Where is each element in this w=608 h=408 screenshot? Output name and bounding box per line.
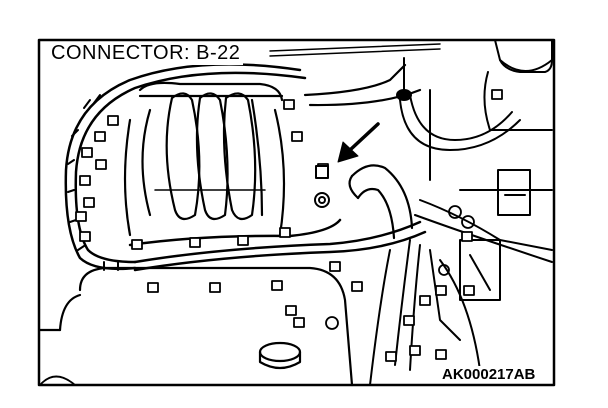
top-sensor xyxy=(396,57,412,101)
diagram-frame xyxy=(37,38,556,387)
main-harness xyxy=(64,63,427,272)
title-leader-line-2 xyxy=(269,48,441,57)
connectors xyxy=(75,89,503,362)
small-parts xyxy=(325,205,475,330)
valve-cover xyxy=(38,266,354,387)
pointer-arrow xyxy=(337,122,380,163)
title-leader-line xyxy=(269,43,441,52)
air-duct xyxy=(303,63,422,240)
reservoir xyxy=(483,39,553,131)
connector-b22 xyxy=(314,165,330,208)
right-harness xyxy=(399,89,553,301)
intake-manifold xyxy=(123,81,286,237)
diagram-title: CONNECTOR: B-22 xyxy=(48,42,244,65)
figure-code: AK000217AB xyxy=(440,366,538,383)
lower-harness xyxy=(369,239,481,386)
